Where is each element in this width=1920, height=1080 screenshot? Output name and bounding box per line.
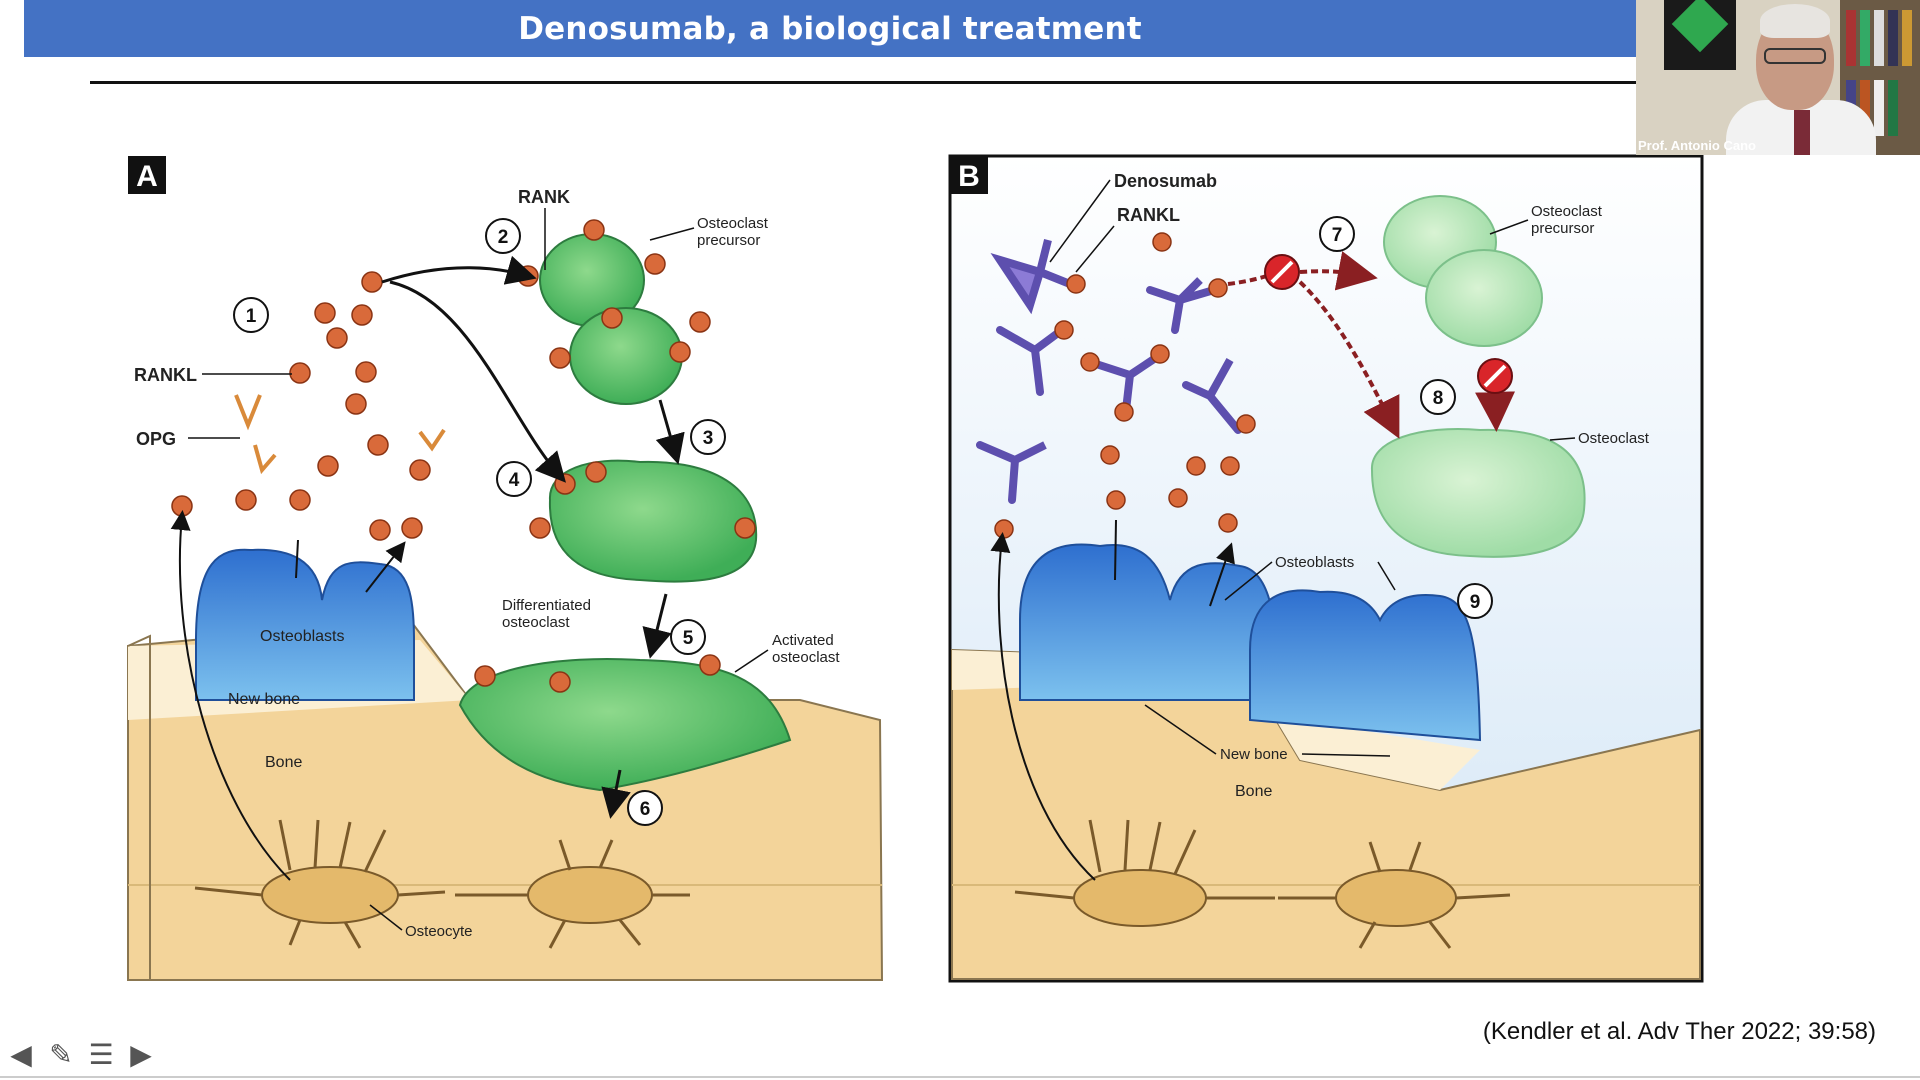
label-osteoclast-precursor-b1: Osteoclast (1531, 203, 1603, 220)
panel-b-blocked-path-4 (1475, 389, 1516, 432)
panel-b-osteocyte-2 (1335, 869, 1457, 927)
panel-a-bone-edge (127, 634, 151, 980)
panel-a-osteoblasts (195, 548, 415, 701)
label-osteoclast-precursor-a1: Osteoclast (697, 215, 769, 232)
svg-text:9: 9 (1470, 592, 1481, 613)
panel-b-letter: B (958, 160, 980, 193)
panel-a-arrow-2 (381, 255, 537, 285)
panel-a-activated-osteoclast (458, 657, 792, 792)
panel-a-letter-box (128, 156, 166, 194)
panel-a-precursor-2 (569, 307, 683, 405)
label-denosumab: Denosumab (1114, 171, 1217, 191)
panel-a-step-markers: 1 2 3 4 5 6 (233, 218, 726, 826)
label-bone-b: Bone (1235, 783, 1272, 800)
panel-a-opg-molecules (234, 394, 446, 475)
label-osteoclast-precursor-b2: precursor (1531, 220, 1594, 237)
participant-glasses (1764, 48, 1826, 64)
label-activated-1: Activated (772, 632, 834, 649)
panel-b-osteocyte-processes (1014, 819, 1511, 949)
panel-b-osteoblasts-1 (1019, 543, 1277, 701)
participant-video-tile[interactable]: Prof. Antonio Cano (1636, 0, 1920, 155)
label-differentiated-2: osteoclast (502, 614, 570, 631)
panel-b-osteoclast (1370, 428, 1586, 558)
label-osteocyte: Osteocyte (405, 923, 473, 940)
panel-a-letter: A (136, 160, 158, 193)
slide-title-bar: Denosumab, a biological treatment (24, 0, 1636, 57)
panel-b-blocked-path-2 (1299, 251, 1378, 291)
label-osteoblasts-a: Osteoblasts (260, 628, 344, 645)
panel-a-arrow-6 (601, 769, 631, 819)
panel-a-arrow-osteoblast (295, 540, 402, 593)
inhibit-icon-2 (1477, 358, 1513, 394)
panel-b-step-markers: 7 8 9 (1319, 216, 1493, 619)
citation-text: (Kendler et al. Adv Ther 2022; 39:58) (1482, 1018, 1876, 1045)
panel-b-blocked-path-1 (1227, 270, 1283, 286)
svg-text:8: 8 (1433, 388, 1444, 409)
panel-a-osteocyte-processes (194, 819, 690, 949)
svg-text:3: 3 (703, 428, 714, 449)
participant-name: Prof. Antonio Cano (1638, 138, 1756, 153)
slide-nav-toolbar: ◀ ✎ ☰ ▶ (4, 1040, 158, 1070)
panel-b-osteoblasts-2 (1249, 589, 1482, 742)
arrow-left-icon[interactable]: ◀ (10, 1038, 32, 1071)
panel-a-rankl-molecules (171, 219, 756, 693)
arrow-right-icon[interactable]: ▶ (130, 1038, 152, 1071)
panel-b-rankl-molecules (994, 232, 1256, 539)
panel-b-precursor-2 (1425, 249, 1543, 347)
panel-b-denosumab-molecules (976, 239, 1242, 504)
label-osteoclast-precursor-a2: precursor (697, 232, 760, 249)
label-new-bone-a: New bone (228, 691, 300, 708)
panel-a-differentiated-osteoclast (548, 459, 758, 583)
label-osteoclast-b: Osteoclast (1578, 430, 1650, 447)
panel-a-osteocyte-1 (261, 866, 399, 924)
svg-text:5: 5 (683, 628, 694, 649)
panel-b-arrow-osteoblast (1114, 519, 1230, 607)
label-rank: RANK (518, 187, 570, 207)
label-new-bone-b: New bone (1220, 746, 1288, 763)
svg-text:4: 4 (509, 470, 520, 491)
participant-hair (1760, 4, 1830, 38)
panel-b-letter-box (950, 156, 988, 194)
panel-a-arrow-osteocyte (170, 510, 291, 881)
label-activated-2: osteoclast (772, 649, 840, 666)
panel-b-arrow-osteocyte (990, 532, 1096, 881)
panel-a-arrow-5 (642, 593, 672, 659)
svg-text:6: 6 (640, 799, 651, 820)
label-bone-a: Bone (265, 754, 302, 771)
menu-icon[interactable]: ☰ (88, 1038, 114, 1071)
panel-a-arrow-3 (655, 399, 685, 465)
panel-a: A (127, 156, 884, 981)
svg-text:7: 7 (1332, 225, 1343, 246)
svg-text:2: 2 (498, 227, 509, 248)
label-rankl-a: RANKL (134, 365, 197, 385)
label-differentiated-1: Differentiated (502, 597, 591, 614)
panel-a-osteocyte-2 (527, 866, 653, 924)
panel-a-arrow-4 (389, 280, 566, 483)
bottom-divider (0, 1076, 1920, 1078)
slide-title: Denosumab, a biological treatment (518, 10, 1142, 47)
participant-tie (1794, 110, 1810, 155)
panel-b-blocked-path-3 (1298, 280, 1400, 439)
title-divider (90, 81, 1636, 84)
pen-icon[interactable]: ✎ (49, 1038, 73, 1071)
svg-text:1: 1 (246, 306, 257, 327)
label-opg: OPG (136, 429, 176, 449)
panel-b: B (948, 154, 1704, 983)
label-rankl-b: RANKL (1117, 205, 1180, 225)
inhibit-icon (1264, 254, 1300, 290)
label-osteoblasts-b: Osteoblasts (1275, 554, 1354, 571)
